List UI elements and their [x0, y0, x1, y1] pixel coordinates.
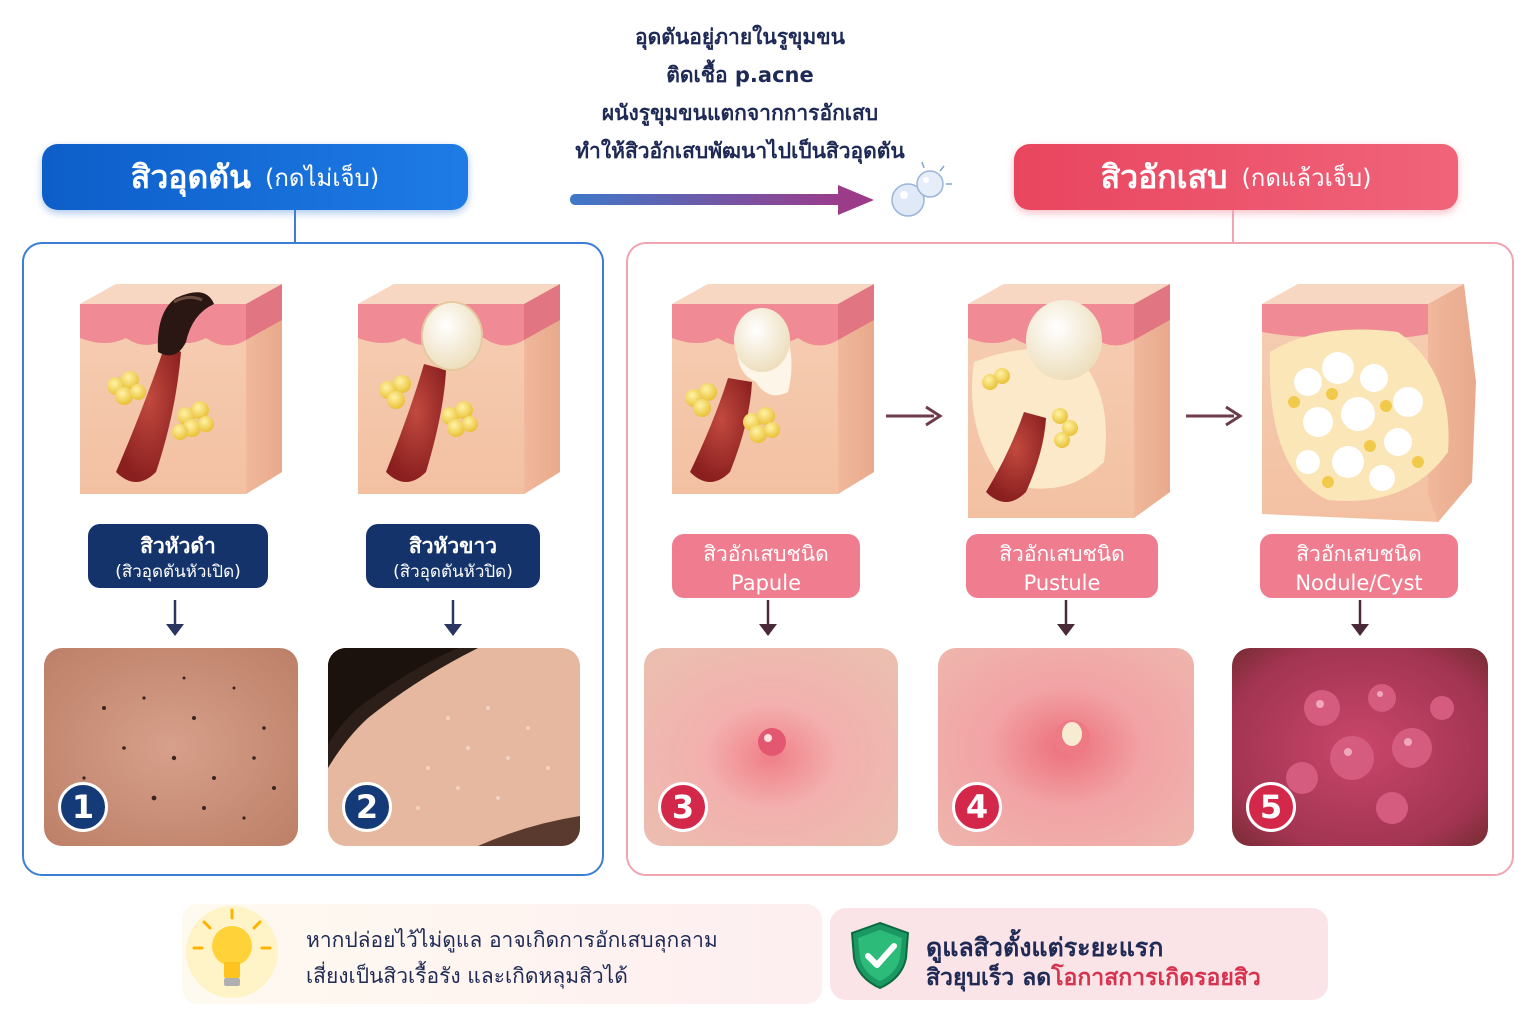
- advice-highlight-text: โอกาสการเกิดรอยสิว: [1051, 965, 1261, 991]
- label-title: สิวอักเสบชนิด: [703, 542, 829, 566]
- label-title: สิวหัวดำ: [140, 534, 216, 558]
- explanation-line: ทำให้สิวอักเสบพัฒนาไปเป็นสิวอุดตัน: [575, 139, 905, 163]
- pustule-photo: 4: [938, 648, 1194, 846]
- label-subtitle: (สิวอุดตันหัวเปิด): [115, 562, 241, 582]
- progression-arrow: [570, 185, 874, 215]
- whitehead-label: สิวหัวขาว (สิวอุดตันหัวปิด): [366, 524, 540, 588]
- step-number-badge: 2: [342, 782, 392, 832]
- arrow-down-icon: [166, 600, 184, 636]
- arrow-down-icon: [759, 600, 777, 636]
- step-number-badge: 4: [952, 782, 1002, 832]
- papule-label: สิวอักเสบชนิด Papule: [672, 534, 860, 598]
- advice-box: ดูแลสิวตั้งแต่ระยะแรก สิวยุบเร็ว ลดโอกาส…: [830, 908, 1328, 1000]
- blackhead-label: สิวหัวดำ (สิวอุดตันหัวเปิด): [88, 524, 268, 588]
- step-number-badge: 5: [1246, 782, 1296, 832]
- shield-check-icon: [850, 921, 910, 990]
- label-subtitle: (สิวอุดตันหัวปิด): [393, 562, 513, 582]
- connector-line: [294, 210, 296, 243]
- arrow-down-icon: [1351, 600, 1369, 636]
- warning-line: หากปล่อยไว้ไม่ดูแล อาจเกิดการอักเสบลุกลา…: [306, 928, 718, 952]
- warning-line: เสี่ยงเป็นสิวเรื้อรัง และเกิดหลุมสิวได้: [306, 964, 628, 988]
- group-subtitle: (กดไม่เจ็บ): [264, 163, 380, 192]
- papule-skin-illustration: [672, 284, 874, 494]
- comedonal-panel: [22, 242, 604, 876]
- arrow-right-icon: [1186, 405, 1243, 427]
- whitehead-skin-photo: [328, 648, 580, 846]
- group-subtitle: (กดแล้วเจ็บ): [1241, 163, 1372, 192]
- label-title: สิวอักเสบชนิด: [1296, 542, 1422, 566]
- group-title: สิวอุดตัน: [130, 157, 251, 196]
- step-number-badge: 3: [658, 782, 708, 832]
- advice-plain-text: สิวยุบเร็ว ลด: [926, 965, 1052, 991]
- lightbulb-icon: [186, 906, 278, 998]
- group-title: สิวอักเสบ: [1100, 157, 1228, 196]
- comedonal-acne-heading: สิวอุดตัน (กดไม่เจ็บ): [42, 144, 468, 210]
- pustule-skin-illustration: [968, 284, 1170, 518]
- arrow-down-icon: [1057, 600, 1075, 636]
- warning-text: หากปล่อยไว้ไม่ดูแล อาจเกิดการอักเสบลุกลา…: [306, 922, 718, 994]
- arrow-down-icon: [444, 600, 462, 636]
- blackhead-skin-illustration: [80, 284, 282, 494]
- blackhead-photo: 1: [44, 648, 298, 846]
- whitehead-photo: 2: [328, 648, 580, 846]
- label-title: สิวหัวขาว: [408, 534, 498, 558]
- explanation-line: อุดตันอยู่ภายในรูขุมขน: [635, 25, 845, 49]
- advice-line: ดูแลสิวตั้งแต่ระยะแรก: [926, 933, 1164, 962]
- nodule-cyst-label: สิวอักเสบชนิด Nodule/Cyst: [1260, 534, 1458, 598]
- papule-photo: 3: [644, 648, 898, 846]
- label-subtitle: Pustule: [1023, 571, 1101, 595]
- arrow-right-icon: [886, 405, 943, 427]
- whitehead-skin-illustration: [358, 284, 560, 494]
- label-title: สิวอักเสบชนิด: [999, 542, 1125, 566]
- explanation-line: ติดเชื้อ p.acne: [666, 63, 814, 87]
- explanation-line: ผนังรูขุมขนแตกจากการอักเสบ: [601, 101, 879, 125]
- pustule-label: สิวอักเสบชนิด Pustule: [966, 534, 1158, 598]
- nodule-cyst-photo: 5: [1232, 648, 1488, 846]
- label-subtitle: Papule: [731, 571, 801, 595]
- warning-box: หากปล่อยไว้ไม่ดูแล อาจเกิดการอักเสบลุกลา…: [182, 904, 822, 1004]
- inflammatory-panel: [626, 242, 1514, 876]
- connector-line: [1232, 210, 1234, 243]
- explanation-text: อุดตันอยู่ภายในรูขุมขน ติดเชื้อ p.acne ผ…: [500, 18, 980, 170]
- step-number-badge: 1: [58, 782, 108, 832]
- bubbles-icon: [891, 161, 952, 217]
- label-subtitle: Nodule/Cyst: [1295, 571, 1423, 595]
- inflammatory-acne-heading: สิวอักเสบ (กดแล้วเจ็บ): [1014, 144, 1458, 210]
- advice-line: สิวยุบเร็ว ลดโอกาสการเกิดรอยสิว: [926, 960, 1261, 996]
- nodule-cyst-skin-illustration: [1262, 284, 1476, 522]
